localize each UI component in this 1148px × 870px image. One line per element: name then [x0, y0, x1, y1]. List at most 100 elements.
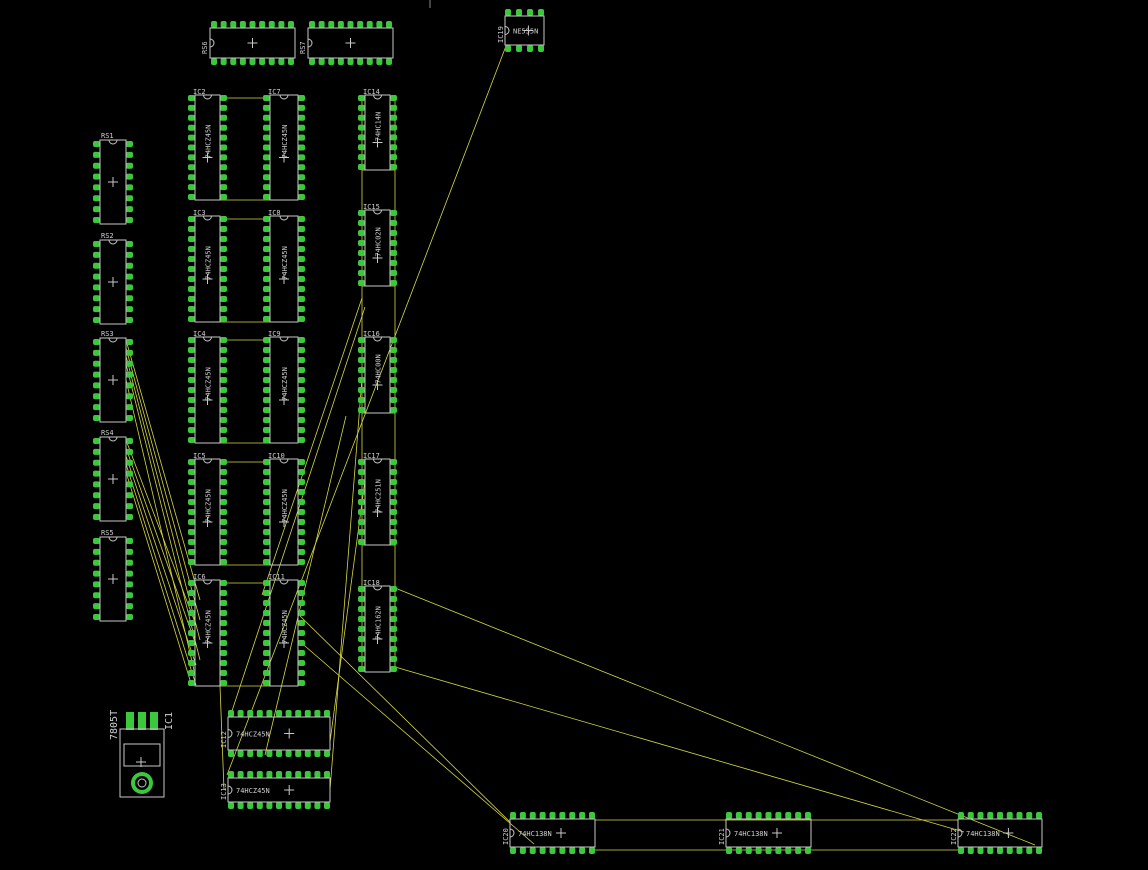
- chip-pad: [735, 847, 742, 854]
- chip-pad: [569, 847, 576, 854]
- chip-pad: [263, 620, 270, 626]
- resistor-pad: [278, 58, 285, 65]
- chip-pad: [220, 509, 227, 515]
- chip-value-label: 74HC14N: [375, 112, 383, 142]
- resistor-outline: [307, 27, 394, 59]
- resistor-rs6[interactable]: RS6: [201, 21, 296, 65]
- chip-pad: [220, 104, 227, 111]
- resistor-rs3[interactable]: RS3: [93, 330, 133, 423]
- resistor-pad: [93, 503, 100, 510]
- resistor-pad: [126, 538, 133, 544]
- chip-pad: [263, 226, 270, 232]
- resistor-rs7[interactable]: RS7: [299, 21, 394, 65]
- chip-pad: [390, 230, 397, 236]
- chip-pad: [263, 164, 270, 171]
- chip-pad: [298, 539, 305, 545]
- resistor-pad: [93, 393, 100, 400]
- chip-notch: [227, 785, 233, 795]
- resistor-rs4[interactable]: RS4: [93, 429, 133, 522]
- chip-pad: [726, 847, 732, 854]
- chip-value-label: 74HCZ45N: [205, 367, 213, 401]
- chip-outline: [194, 94, 221, 201]
- chip-pad: [358, 210, 365, 216]
- regulator-pin: [138, 712, 146, 730]
- chip-pad: [358, 240, 365, 246]
- chip-outline: [194, 336, 221, 444]
- chip-pad: [263, 580, 270, 586]
- chip-pad: [1016, 812, 1023, 819]
- chip-pad: [390, 210, 397, 216]
- chip-pad: [505, 9, 511, 16]
- chip-pad: [390, 529, 397, 535]
- chip-pad: [549, 847, 556, 854]
- resistor-pad: [318, 58, 325, 65]
- chip-pad: [314, 710, 321, 717]
- resistor-rs5[interactable]: RS5: [93, 529, 133, 622]
- chip-pad: [220, 184, 227, 191]
- resistor-ref-label: RS3: [101, 330, 114, 338]
- chip-pad: [390, 407, 397, 413]
- resistor-pad: [126, 306, 133, 313]
- resistor-ref-label: RS1: [101, 132, 114, 140]
- chip-pad: [390, 337, 397, 343]
- chip-pad: [220, 479, 227, 485]
- chip-pad: [188, 509, 195, 515]
- chip-pad: [967, 847, 974, 854]
- resistor-rs2[interactable]: RS2: [93, 232, 133, 325]
- chip-pad: [220, 286, 227, 292]
- chip-pad: [188, 397, 195, 403]
- chip-pad: [263, 144, 270, 151]
- chip-pad: [263, 276, 270, 282]
- chip-pad: [298, 95, 305, 101]
- chip-pad: [188, 104, 195, 111]
- chip-pad: [785, 812, 792, 819]
- chip-pad: [263, 469, 270, 475]
- chip-pad: [220, 640, 227, 646]
- chip-pad: [390, 636, 397, 642]
- resistor-pad: [126, 195, 133, 202]
- chip-ref-label: IC20: [502, 828, 510, 845]
- chip-pad: [314, 802, 321, 809]
- airwire: [125, 379, 195, 671]
- chip-pad: [390, 387, 397, 393]
- chip-pad: [358, 469, 365, 475]
- chip-pad: [263, 499, 270, 505]
- chip-pad: [298, 407, 305, 413]
- chip-pad: [256, 750, 263, 757]
- regulator-ic1[interactable]: 7805T IC1: [109, 710, 175, 798]
- chip-pad: [220, 164, 227, 171]
- chip-pad: [805, 847, 811, 854]
- chip-outline: [364, 585, 391, 673]
- chip-pad: [188, 620, 195, 626]
- chip-pad: [358, 134, 365, 141]
- resistor-rs1[interactable]: RS1: [93, 132, 133, 225]
- chip-ref-label: IC15: [363, 203, 380, 211]
- chip-pad: [188, 580, 195, 586]
- airwire: [125, 363, 201, 661]
- chip-pad: [220, 154, 227, 161]
- chip-pad: [276, 750, 282, 757]
- chip-pad: [263, 306, 270, 312]
